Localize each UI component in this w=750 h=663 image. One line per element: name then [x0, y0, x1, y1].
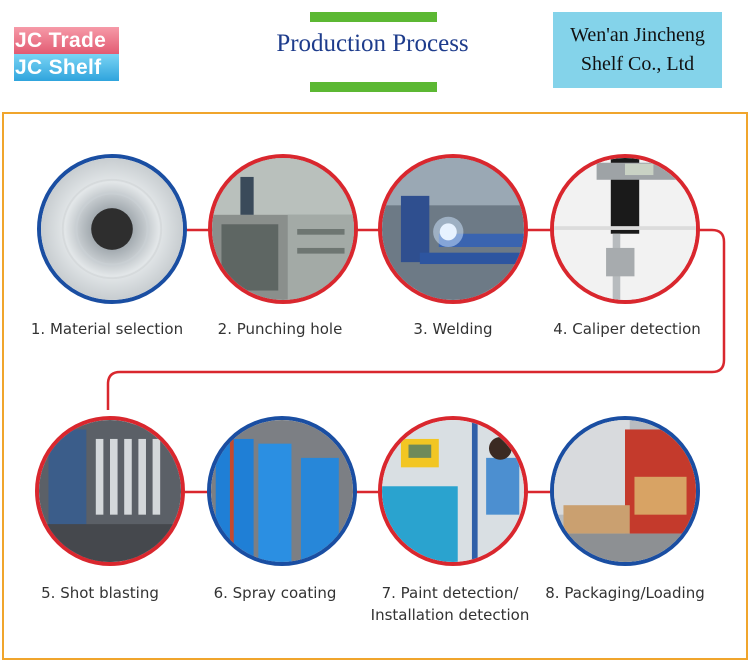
welding-icon	[382, 158, 524, 300]
step-7-label: 7. Paint detection/	[381, 584, 519, 602]
step-6-label: 6. Spray coating	[213, 584, 337, 602]
company-name-box: Wen'an Jincheng Shelf Co., Ltd	[553, 12, 722, 88]
punching-machine-icon	[212, 158, 354, 300]
shot-blasting-icon	[39, 420, 181, 562]
step-7-label-line-2: Installation detection	[370, 606, 530, 624]
step-2-photo	[208, 154, 358, 304]
step-4-label: 4. Caliper detection	[553, 320, 701, 338]
step-2-label: 2. Punching hole	[217, 320, 343, 338]
step-6-photo	[207, 416, 357, 566]
step-5-photo	[35, 416, 185, 566]
title-bar-top	[310, 12, 437, 22]
title-bar-bottom	[310, 82, 437, 92]
caliper-icon	[554, 158, 696, 300]
packaging-loading-icon	[554, 420, 696, 562]
spray-coating-icon	[211, 420, 353, 562]
step-3-photo	[378, 154, 528, 304]
logo-line-1: JC Trade	[14, 27, 119, 54]
logo-line-2: JC Shelf	[14, 54, 119, 81]
company-name-line-1: Wen'an Jincheng	[570, 24, 705, 46]
step-1-photo	[37, 154, 187, 304]
brand-logo: JC Trade JC Shelf	[14, 27, 119, 81]
step-7-photo	[378, 416, 528, 566]
step-5-label: 5. Shot blasting	[41, 584, 159, 602]
step-8-label: 8. Packaging/Loading	[545, 584, 705, 602]
steel-coil-icon	[41, 158, 183, 300]
page-title: Production Process	[276, 30, 469, 57]
step-3-label: 3. Welding	[413, 320, 493, 338]
step-8-photo	[550, 416, 700, 566]
step-4-photo	[550, 154, 700, 304]
company-name-line-2: Shelf Co., Ltd	[580, 53, 695, 75]
step-1-label: 1. Material selection	[30, 320, 184, 338]
paint-detection-icon	[382, 420, 524, 562]
